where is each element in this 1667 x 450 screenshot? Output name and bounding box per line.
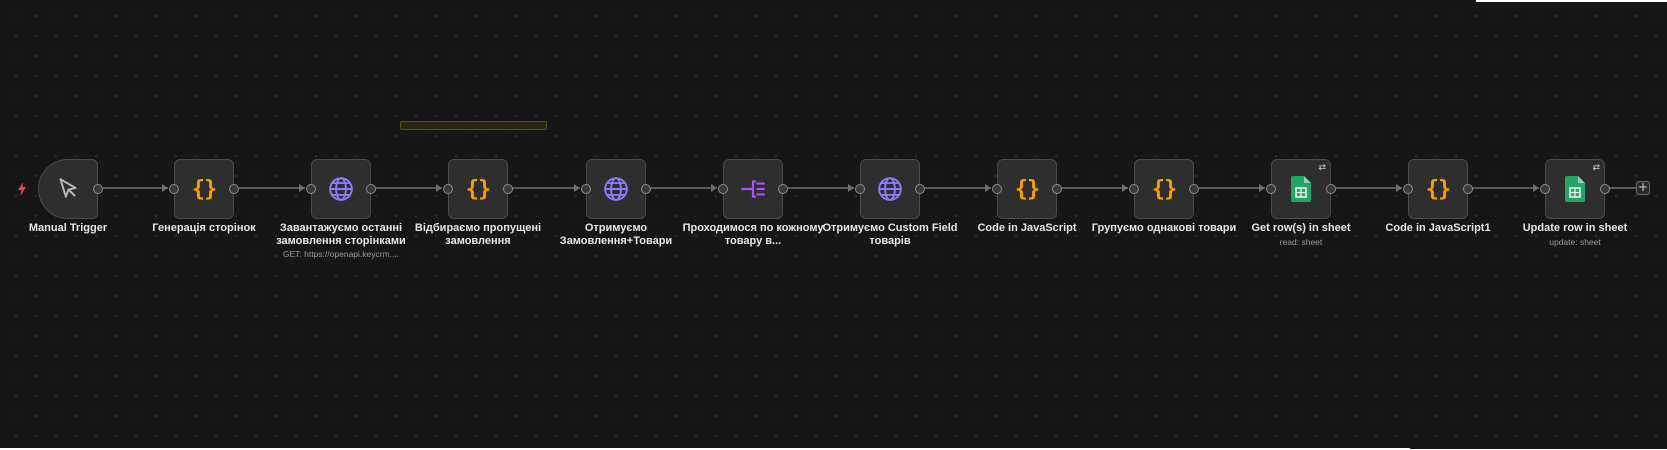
connection-arrow bbox=[436, 184, 442, 192]
globe-icon bbox=[875, 174, 905, 204]
input-handle[interactable] bbox=[718, 184, 728, 194]
input-handle[interactable] bbox=[855, 184, 865, 194]
output-handle[interactable] bbox=[503, 184, 513, 194]
code-glyph: {} bbox=[1014, 176, 1040, 202]
code-braces-icon: {} bbox=[1149, 174, 1179, 204]
globe-icon bbox=[326, 174, 356, 204]
output-handle[interactable] bbox=[93, 184, 103, 194]
sync-icon: ⇄ bbox=[1318, 163, 1326, 173]
connection-arrow bbox=[985, 184, 991, 192]
google-sheets-icon bbox=[1560, 174, 1590, 204]
node-label: Manual Trigger bbox=[28, 222, 108, 234]
input-handle[interactable] bbox=[992, 184, 1002, 194]
edge-strip bbox=[0, 448, 1410, 450]
node-sublabel: update: sheet bbox=[1549, 237, 1601, 247]
node-get-rows-in-sheet[interactable]: ⇄ bbox=[1266, 159, 1336, 219]
connection-arrow bbox=[1533, 184, 1539, 192]
input-handle[interactable] bbox=[306, 184, 316, 194]
sticky-note[interactable] bbox=[400, 121, 547, 130]
node-group-products[interactable]: {} bbox=[1129, 159, 1199, 219]
node-get-orders-products[interactable] bbox=[581, 159, 651, 219]
code-braces-icon: {} bbox=[1012, 174, 1042, 204]
input-handle[interactable] bbox=[581, 184, 591, 194]
connection-arrow bbox=[574, 184, 580, 192]
connection-arrow bbox=[299, 184, 305, 192]
node-sublabel: read: sheet bbox=[1279, 237, 1323, 247]
code-braces-icon: {} bbox=[189, 174, 219, 204]
google-sheets-icon bbox=[1286, 174, 1316, 204]
output-handle[interactable] bbox=[915, 184, 925, 194]
code-glyph: {} bbox=[1151, 176, 1177, 202]
input-handle[interactable] bbox=[1403, 184, 1413, 194]
lightning-bolt-icon bbox=[18, 182, 26, 196]
input-handle[interactable] bbox=[1129, 184, 1139, 194]
node-label: Завантажуємо останні замовлення сторінка… bbox=[276, 222, 406, 247]
output-handle[interactable] bbox=[778, 184, 788, 194]
node-label: Code in JavaScript1 bbox=[1385, 222, 1491, 234]
code-glyph: {} bbox=[191, 176, 217, 202]
node-load-orders[interactable] bbox=[306, 159, 376, 219]
code-braces-icon: {} bbox=[463, 174, 493, 204]
globe-icon bbox=[601, 174, 631, 204]
input-handle[interactable] bbox=[169, 184, 179, 194]
node-label: Code in JavaScript bbox=[977, 222, 1077, 234]
output-handle[interactable] bbox=[366, 184, 376, 194]
node-label: Update row in sheet bbox=[1522, 222, 1628, 234]
connection-arrow bbox=[1122, 184, 1128, 192]
node-code-in-javascript[interactable]: {} bbox=[992, 159, 1062, 219]
input-handle[interactable] bbox=[1540, 184, 1550, 194]
node-sublabel: GET: https://openapi.keycrm.... bbox=[282, 249, 400, 259]
output-handle[interactable] bbox=[1600, 184, 1610, 194]
node-label: Отримуємо Замовлення+Товари bbox=[559, 222, 673, 247]
input-handle[interactable] bbox=[1266, 184, 1276, 194]
cursor-icon bbox=[53, 174, 83, 204]
edge-strip bbox=[1476, 0, 1667, 2]
code-glyph: {} bbox=[1425, 176, 1451, 202]
connection-arrow bbox=[1396, 184, 1402, 192]
output-handle[interactable] bbox=[229, 184, 239, 194]
output-handle[interactable] bbox=[1326, 184, 1336, 194]
node-label: Групуємо однакові товари bbox=[1091, 222, 1237, 234]
node-update-row-in-sheet[interactable]: ⇄ bbox=[1540, 159, 1610, 219]
split-out-icon bbox=[738, 174, 768, 204]
node-label: Отримуємо Custom Field товарів bbox=[822, 222, 958, 247]
node-label: Проходимося по кожному товару в... bbox=[682, 222, 824, 247]
node-label: Генерація сторінок bbox=[152, 222, 256, 234]
add-node-button[interactable]: + bbox=[1636, 180, 1650, 195]
input-handle[interactable] bbox=[443, 184, 453, 194]
node-code-in-javascript1[interactable]: {} bbox=[1403, 159, 1473, 219]
node-get-custom-fields[interactable] bbox=[855, 159, 925, 219]
node-manual-trigger[interactable] bbox=[38, 159, 103, 219]
node-label: Відбираємо пропущені замовлення bbox=[414, 222, 542, 247]
connection-arrow bbox=[711, 184, 717, 192]
node-split-out-products[interactable] bbox=[718, 159, 788, 219]
output-handle[interactable] bbox=[1463, 184, 1473, 194]
code-glyph: {} bbox=[465, 176, 491, 202]
output-handle[interactable] bbox=[641, 184, 651, 194]
connection-arrow bbox=[1259, 184, 1265, 192]
code-braces-icon: {} bbox=[1423, 174, 1453, 204]
output-handle[interactable] bbox=[1052, 184, 1062, 194]
connection-arrow bbox=[162, 184, 168, 192]
node-generate-pages[interactable]: {} bbox=[169, 159, 239, 219]
node-label: Get row(s) in sheet bbox=[1251, 222, 1351, 234]
output-handle[interactable] bbox=[1189, 184, 1199, 194]
connection-arrow bbox=[848, 184, 854, 192]
sync-icon: ⇄ bbox=[1592, 163, 1600, 173]
node-select-missed-orders[interactable]: {} bbox=[443, 159, 513, 219]
